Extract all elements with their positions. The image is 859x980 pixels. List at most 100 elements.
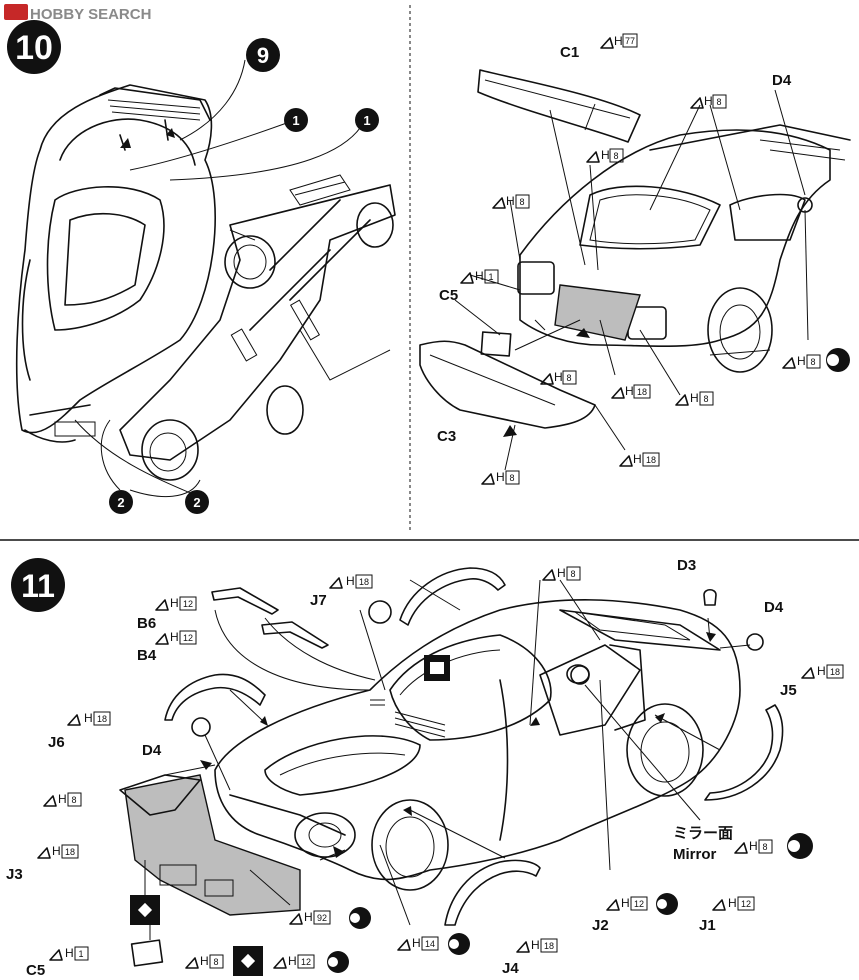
step-number: 11 bbox=[21, 568, 55, 604]
part-label-j4: J4 bbox=[502, 960, 519, 977]
svg-text:1: 1 bbox=[488, 272, 493, 282]
mirror-note-en: Mirror bbox=[673, 846, 717, 863]
gloss-icon bbox=[349, 907, 371, 929]
paint-code: H 12 bbox=[712, 896, 755, 911]
gloss-icon bbox=[826, 348, 850, 372]
svg-text:H: H bbox=[412, 936, 421, 950]
paint-code: H 8 bbox=[481, 470, 520, 485]
paint-code: H 18 bbox=[67, 711, 111, 726]
svg-text:H: H bbox=[797, 354, 806, 368]
svg-text:18: 18 bbox=[830, 667, 840, 677]
svg-text:18: 18 bbox=[544, 941, 554, 951]
svg-text:H: H bbox=[557, 566, 566, 580]
plate-c5-drawing bbox=[130, 939, 164, 967]
svg-text:18: 18 bbox=[646, 455, 656, 465]
svg-text:H: H bbox=[601, 148, 610, 162]
svg-text:H: H bbox=[52, 844, 61, 858]
svg-text:H: H bbox=[625, 384, 634, 398]
part-label-d4: D4 bbox=[764, 599, 784, 616]
part-label-c3: C3 bbox=[437, 428, 456, 445]
svg-text:H: H bbox=[170, 596, 179, 610]
part-label-b6: B6 bbox=[137, 615, 156, 632]
gloss-icon bbox=[787, 833, 813, 859]
paint-code: H 18 bbox=[611, 384, 651, 399]
part-label-j5: J5 bbox=[780, 682, 797, 699]
paint-code: H 8 bbox=[492, 194, 530, 209]
svg-text:H: H bbox=[506, 194, 515, 208]
svg-text:H: H bbox=[65, 946, 74, 960]
svg-text:H: H bbox=[58, 792, 67, 806]
part-label-j1: J1 bbox=[699, 917, 716, 934]
paint-code: H 12 bbox=[606, 896, 648, 911]
watermark-logo: HOBBY SEARCH bbox=[4, 4, 151, 23]
paint-code: H 8 bbox=[782, 354, 821, 369]
arrow-icon bbox=[120, 128, 716, 858]
car-rear-drawing bbox=[517, 124, 851, 373]
part-label-c1: C1 bbox=[560, 44, 579, 61]
paint-code: H 8 bbox=[185, 954, 224, 969]
svg-text:H: H bbox=[170, 630, 179, 644]
svg-text:8: 8 bbox=[566, 373, 571, 383]
step-11-badge: 11 bbox=[11, 558, 65, 612]
svg-text:12: 12 bbox=[634, 899, 644, 909]
black-paint-icon bbox=[424, 655, 450, 681]
paint-code: H 8 bbox=[540, 370, 577, 385]
paint-code: H 18 bbox=[516, 938, 558, 953]
plate-c5-drawing bbox=[480, 331, 512, 357]
svg-text:H: H bbox=[496, 470, 505, 484]
paint-code: H 12 bbox=[155, 630, 197, 645]
svg-text:H: H bbox=[288, 954, 297, 968]
paint-code: H 18 bbox=[329, 574, 373, 589]
svg-text:2: 2 bbox=[117, 495, 124, 510]
svg-text:8: 8 bbox=[71, 795, 76, 805]
part-label-d3: D3 bbox=[677, 557, 696, 574]
svg-text:8: 8 bbox=[519, 197, 524, 207]
gloss-icon bbox=[656, 893, 678, 915]
svg-text:H: H bbox=[817, 664, 826, 678]
fender-flare-j7-drawing bbox=[399, 567, 506, 626]
part-label-d4: D4 bbox=[142, 742, 162, 759]
paint-code: H 8 bbox=[675, 391, 714, 406]
front-bumper-j3-drawing bbox=[119, 774, 301, 916]
svg-text:8: 8 bbox=[570, 569, 575, 579]
paint-code: H 92 bbox=[289, 910, 331, 925]
svg-text:H: H bbox=[531, 938, 540, 952]
svg-text:H: H bbox=[475, 269, 484, 283]
gloss-icon bbox=[327, 951, 349, 973]
svg-text:8: 8 bbox=[703, 394, 708, 404]
paint-code: H 18 bbox=[619, 452, 660, 467]
part-label-j7: J7 bbox=[310, 592, 327, 609]
svg-text:1: 1 bbox=[363, 113, 370, 128]
paint-code: H 77 bbox=[600, 33, 638, 49]
bumper-c3-drawing bbox=[419, 340, 596, 429]
paint-code: H 8 bbox=[690, 94, 727, 109]
watermark-text: HOBBY SEARCH bbox=[30, 6, 151, 23]
callout-9: 9 bbox=[246, 38, 280, 72]
svg-text:H: H bbox=[614, 34, 623, 48]
paint-code: H 12 bbox=[155, 596, 197, 611]
paint-code: H 18 bbox=[801, 664, 844, 679]
svg-text:12: 12 bbox=[741, 899, 751, 909]
svg-text:H: H bbox=[621, 896, 630, 910]
svg-text:8: 8 bbox=[716, 97, 721, 107]
gloss-icon bbox=[448, 933, 470, 955]
svg-text:8: 8 bbox=[509, 473, 514, 483]
car-body-drawing bbox=[214, 599, 741, 891]
svg-text:H: H bbox=[749, 839, 758, 853]
svg-text:8: 8 bbox=[810, 357, 815, 367]
svg-text:18: 18 bbox=[97, 714, 107, 724]
mirror-j2-drawing bbox=[566, 664, 590, 684]
paint-code: H 8 bbox=[586, 148, 624, 163]
part-label-j6: J6 bbox=[48, 734, 65, 751]
svg-text:H: H bbox=[633, 452, 642, 466]
part-label-j2: J2 bbox=[592, 917, 609, 934]
checker-decal-icon bbox=[233, 946, 263, 976]
spoiler-c1-drawing bbox=[477, 69, 641, 143]
svg-text:14: 14 bbox=[425, 939, 435, 949]
svg-text:92: 92 bbox=[317, 913, 327, 923]
svg-text:H: H bbox=[346, 574, 355, 588]
checker-decal-icon bbox=[130, 895, 160, 925]
svg-text:8: 8 bbox=[762, 842, 767, 852]
svg-text:H: H bbox=[200, 954, 209, 968]
